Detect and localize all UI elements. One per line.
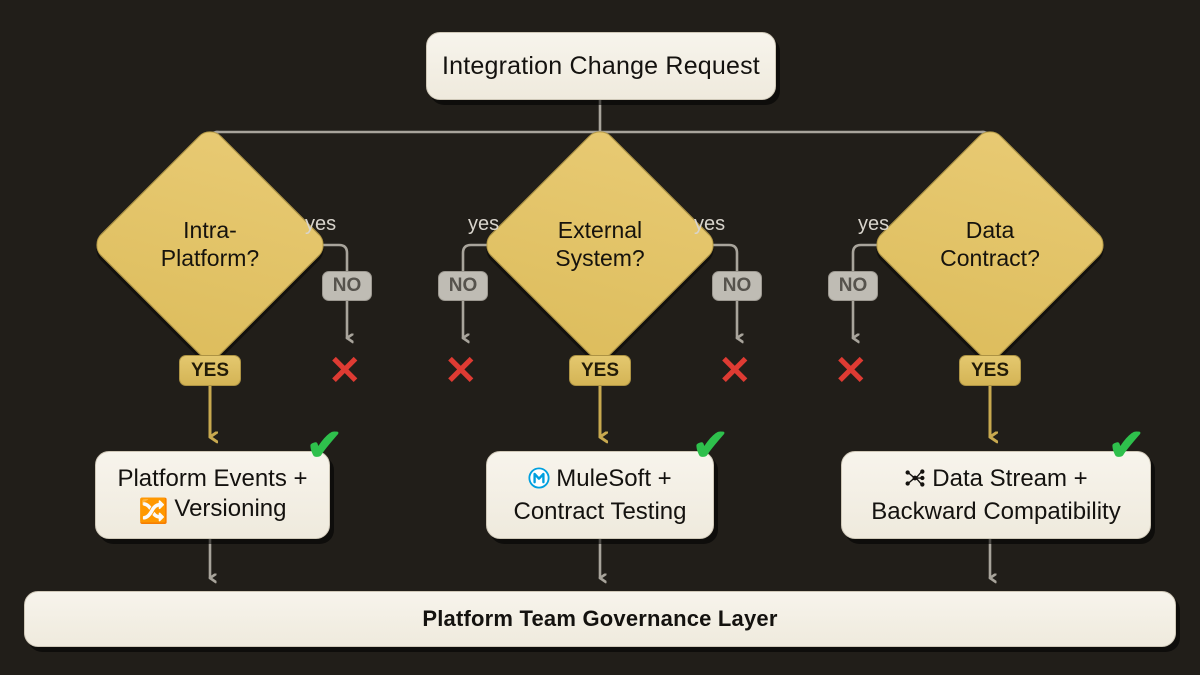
badge-yes-external-system: YES <box>569 355 631 386</box>
badge-yes-data-contract: YES <box>959 355 1021 386</box>
result-line1-text: MuleSoft + <box>556 465 672 493</box>
node-platform-team-governance-layer[interactable]: Platform Team Governance Layer <box>24 591 1176 647</box>
badge-yes-intra-platform: YES <box>179 355 241 386</box>
edge-label-yes-external-system-left: yes <box>468 213 500 235</box>
badge-label: YES <box>580 359 620 381</box>
versioning-icon: 🔀 <box>138 497 169 525</box>
approve-check-icon-mulesoft: ✔ <box>692 421 729 470</box>
approve-check-icon-data-stream: ✔ <box>1108 421 1145 470</box>
result-line1: Data Stream + <box>871 464 1120 496</box>
result-line1: MuleSoft + <box>514 464 687 496</box>
badge-no-data-contract: NO <box>828 271 878 301</box>
node-label: Data Stream + Backward Compatibility <box>871 464 1120 526</box>
node-mulesoft-contract-testing[interactable]: MuleSoft + Contract Testing <box>486 451 714 539</box>
decision-external-system[interactable]: External System? <box>479 124 721 366</box>
diamond-shape <box>479 124 721 366</box>
node-integration-change-request[interactable]: Integration Change Request <box>426 32 776 100</box>
edge-label-yes-external-system-right: yes <box>694 213 726 235</box>
reject-x-icon-external-system-right: ✕ <box>718 349 752 393</box>
badge-no-external-system-right: NO <box>712 271 762 301</box>
result-line1: Platform Events + <box>117 465 308 493</box>
diamond-shape <box>869 124 1111 366</box>
decision-intra-platform[interactable]: Intra- Platform? <box>89 124 331 366</box>
reject-x-icon-intra-platform: ✕ <box>328 349 362 393</box>
approve-check-icon-platform-events: ✔ <box>306 421 343 470</box>
node-label: Integration Change Request <box>442 51 760 80</box>
badge-label: YES <box>970 359 1010 381</box>
node-label: Platform Team Governance Layer <box>422 606 778 631</box>
decision-data-contract[interactable]: Data Contract? <box>869 124 1111 366</box>
badge-label: YES <box>190 359 230 381</box>
node-label: Platform Events + 🔀Versioning <box>117 464 307 526</box>
node-platform-events-versioning[interactable]: Platform Events + 🔀Versioning <box>95 451 330 539</box>
result-line2-text: Versioning <box>174 494 287 522</box>
network-graph-icon <box>904 467 926 496</box>
result-line1-text: Data Stream + <box>932 465 1088 493</box>
reject-x-icon-data-contract: ✕ <box>834 349 868 393</box>
badge-no-intra-platform: NO <box>322 271 372 301</box>
mulesoft-logo-icon <box>528 467 550 496</box>
badge-label: NO <box>838 275 868 296</box>
result-line2: Contract Testing <box>513 497 687 525</box>
badge-label: NO <box>722 275 752 296</box>
badge-label: NO <box>332 275 362 296</box>
edge-label-yes-data-contract-left: yes <box>858 213 890 235</box>
badge-label: NO <box>448 275 478 296</box>
diamond-shape <box>89 124 331 366</box>
reject-x-icon-external-system-left: ✕ <box>444 349 478 393</box>
badge-no-external-system-left: NO <box>438 271 488 301</box>
node-label: MuleSoft + Contract Testing <box>514 464 687 526</box>
node-data-stream-backward-compatibility[interactable]: Data Stream + Backward Compatibility <box>841 451 1151 539</box>
edge-label-yes-intra-platform-right: yes <box>305 213 337 235</box>
result-line2: 🔀Versioning <box>117 494 307 526</box>
result-line2: Backward Compatibility <box>871 497 1121 525</box>
